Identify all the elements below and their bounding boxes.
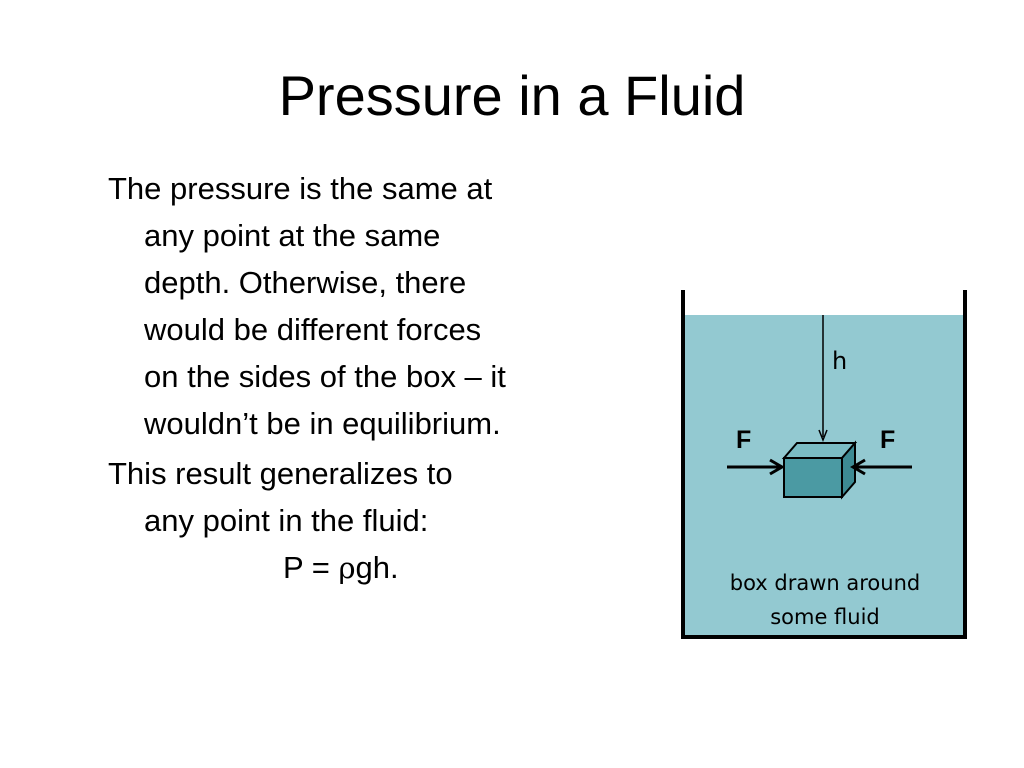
formula-prefix: P =	[283, 550, 339, 585]
fluid-container-diagram: h F F box drawn around some fluid	[681, 290, 967, 639]
text-line: on the sides of the box – it	[144, 359, 506, 394]
text-line: depth. Otherwise, there	[144, 265, 467, 300]
left-force-label: F	[736, 426, 751, 454]
text-line: any point at the same	[144, 218, 441, 253]
diagram-caption-line1: box drawn around	[730, 571, 920, 595]
left-force-arrow-head	[769, 458, 785, 476]
fluid-box	[783, 457, 843, 498]
right-force-arrow-head	[850, 458, 866, 476]
paragraph-equal-pressure: The pressure is the same at any point at…	[108, 165, 628, 447]
pressure-formula: P = ρgh.	[108, 544, 628, 592]
container-walls	[681, 290, 967, 639]
slide-title: Pressure in a Fluid	[278, 64, 746, 127]
depth-label: h	[832, 347, 847, 375]
paragraph-generalization: This result generalizes to any point in …	[108, 450, 628, 544]
right-force-label: F	[880, 426, 895, 454]
rho-symbol: ρ	[338, 551, 356, 585]
text-line: The pressure is the same at	[108, 171, 493, 206]
text-line: would be different forces	[144, 312, 482, 347]
text-line: This result generalizes to	[108, 456, 453, 491]
text-line: any point in the fluid:	[144, 503, 429, 538]
body-text: The pressure is the same at any point at…	[108, 165, 628, 592]
formula-suffix: gh.	[355, 550, 399, 585]
diagram-caption-line2: some fluid	[770, 605, 880, 629]
depth-arrow-head	[818, 429, 828, 443]
text-line: wouldn’t be in equilibrium.	[144, 406, 501, 441]
